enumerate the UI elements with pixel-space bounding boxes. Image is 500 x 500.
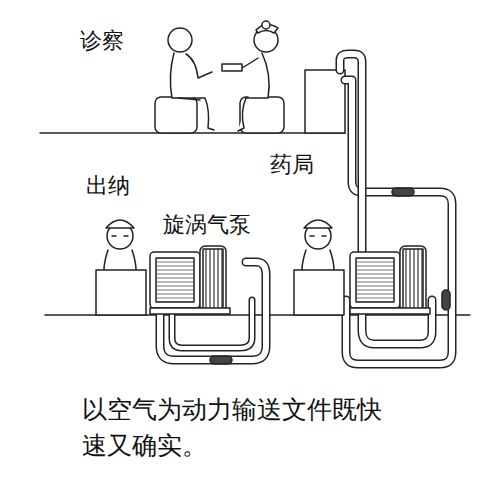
pharmacy-nurse [302,220,334,270]
patient-figure [168,28,214,130]
vortex-pump [350,246,430,314]
place-label: 旋涡气泵 [163,212,251,238]
cashier-nurse [104,220,136,270]
place-label: 药局 [270,152,314,178]
capsule [392,188,414,196]
stool [155,97,197,133]
capsule [442,290,450,310]
desk [96,270,146,315]
vortex-pump [150,246,230,314]
place-label: 诊察 [80,28,124,54]
air-tubes [160,54,452,364]
terminal-box [305,70,345,133]
caption: 以空气为动力输送文件既快速又确实。 [82,392,394,465]
desk [294,270,344,315]
doctor-figure [222,21,278,131]
place-label: 出纳 [86,173,130,199]
capsule [210,356,232,364]
